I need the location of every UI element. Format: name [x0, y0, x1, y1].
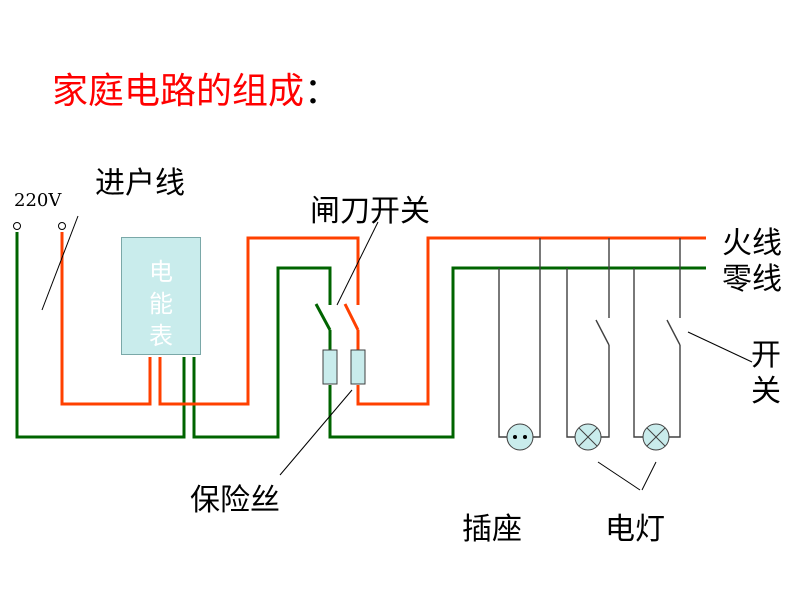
switch-label-line-2: 关: [751, 374, 781, 409]
service-entrance-label: 进户线: [95, 166, 185, 201]
live-entry-wire: [60, 232, 152, 406]
neutral-wire-label: 零线: [722, 262, 782, 297]
leader-fuse: [279, 389, 353, 476]
knife-blade-neutral: [314, 303, 332, 331]
meter-label-3: 表: [149, 322, 173, 350]
live-wiring: [60, 232, 706, 406]
voltage-label: 220V: [14, 190, 62, 211]
knife-switch-label: 闸刀开关: [310, 194, 430, 229]
socket-label: 插座: [462, 512, 522, 547]
live-fuse-to-bus: [356, 236, 706, 406]
electric-meter: 电 能 表: [121, 237, 201, 355]
fuse-neutral: [322, 349, 338, 385]
meter-label-2: 能: [149, 290, 173, 318]
live-wire-label: 火线: [722, 226, 782, 261]
meter-label-1: 电: [149, 258, 173, 286]
switch-label-line-1: 开: [751, 338, 781, 373]
leader-switch: [687, 331, 753, 363]
leader-lamp-1: [597, 461, 641, 491]
fuse-live: [350, 349, 366, 385]
lamp-label: 电灯: [605, 512, 665, 547]
lamp2-branch-load: [633, 268, 681, 438]
lamp1-branch-load: [566, 268, 610, 438]
title-text: 家庭电路的组成: [52, 71, 305, 112]
knife-switch-blades: [314, 303, 332, 331]
switch-label: 开 关: [750, 338, 782, 410]
page-title: 家庭电路的组成：: [52, 62, 340, 114]
lamp1-switch-blade: [595, 319, 610, 346]
leader-knife-switch: [336, 221, 379, 306]
live-meter-to-switch: [158, 236, 360, 406]
lamp-symbol-2: [642, 423, 670, 451]
neutral-meter-to-switch: [192, 266, 332, 439]
title-colon: ：: [304, 71, 341, 112]
leader-service-entrance: [41, 215, 79, 311]
knife-blade-live: [343, 303, 360, 331]
socket-symbol: [506, 423, 534, 451]
terminal-neutral: [13, 222, 21, 230]
fuse-label: 保险丝: [190, 483, 280, 518]
leader-lamp-2: [641, 461, 657, 491]
neutral-entry-wire: [15, 232, 186, 439]
lamp-symbol-1: [574, 423, 602, 451]
neutral-fuse-to-bus: [328, 266, 706, 439]
neutral-wiring: [15, 232, 706, 439]
lamp2-switch-blade: [666, 319, 681, 346]
terminal-live: [58, 222, 66, 230]
